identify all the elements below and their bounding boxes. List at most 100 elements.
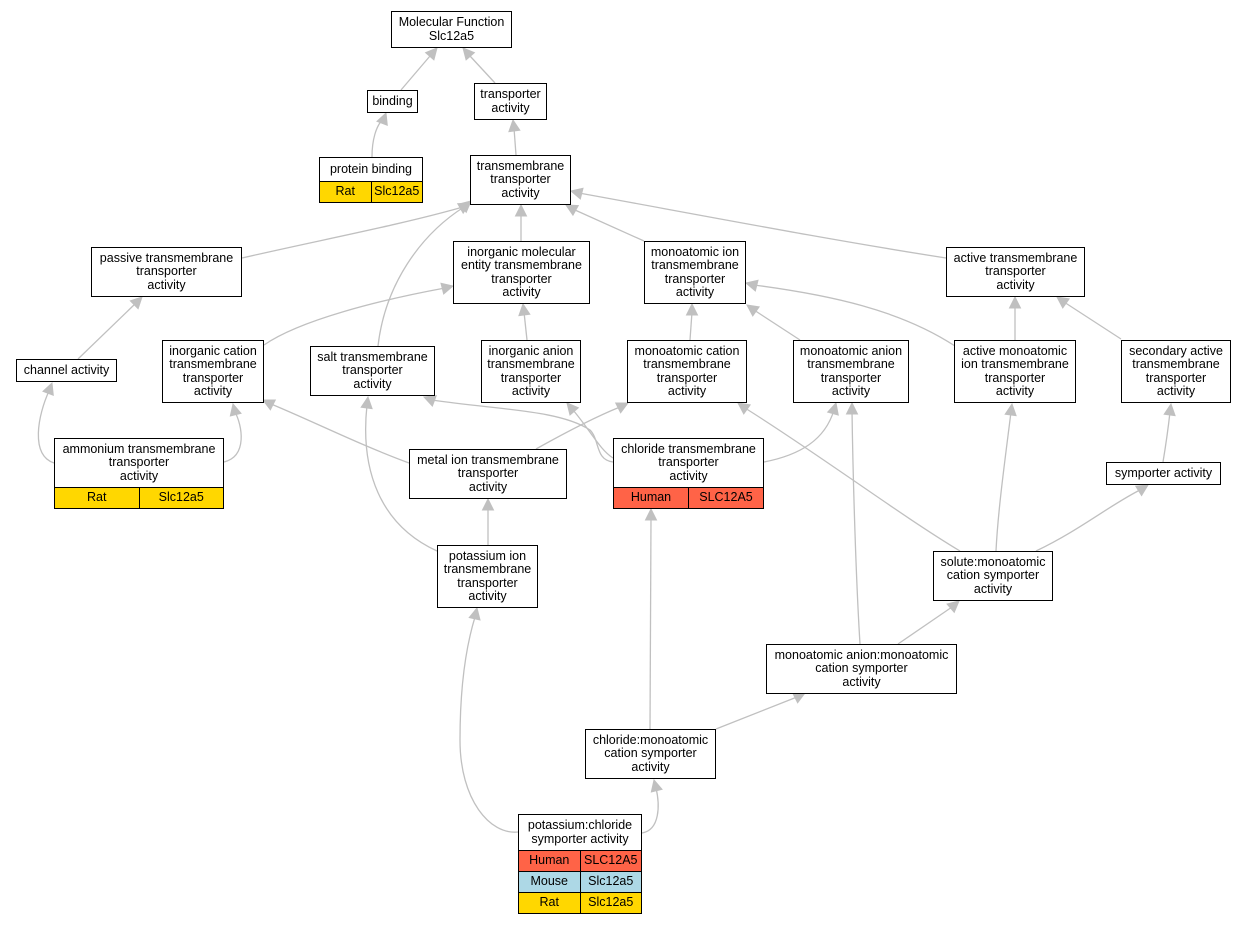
node-label: inorganic molecular entity transmembrane… [461,245,582,299]
node-monoatomic-cation[interactable]: monoatomic cation transmembrane transpor… [627,340,747,403]
arrowhead-ammonium-to-channel [42,381,54,396]
node-label: secondary active transmembrane transport… [1129,344,1223,398]
node-active-monoatomic-ion[interactable]: active monoatomic ion transmembrane tran… [954,340,1076,403]
edge-ammonium-to-inorgcation [223,411,242,463]
edge-ammonium-to-channel [37,390,55,464]
node-binding[interactable]: binding [367,90,418,113]
node-protein-binding[interactable]: protein binding Rat Slc12a5 [319,157,423,203]
node-label: monoatomic cation transmembrane transpor… [634,344,740,398]
edge-solute-to-activemono [995,411,1012,552]
species-label: Human [630,490,672,505]
species-label: Human [529,853,570,868]
edge-monoanion-to-monoion [753,309,801,341]
edge-inorgcation-to-inorgmol [263,287,446,346]
node-label: metal ion transmembrane transporter acti… [417,453,559,494]
arrowhead-salt-to-tm [458,200,472,214]
arrowhead-solute-to-monocation [737,402,752,415]
node-label: passive transmembrane transporter activi… [99,251,234,292]
arrowhead-activetm-to-tm [569,187,584,200]
arrowhead-kcl-to-chloridesymp [650,778,663,793]
node-passive-transmembrane[interactable]: passive transmembrane transporter activi… [91,247,242,297]
species-label: Mouse [530,874,569,889]
arrowhead-transporter-to-mf [462,47,476,61]
arrowhead-protein-binding-to-binding [376,111,388,126]
arrowhead-potassium-to-salt [360,395,373,410]
edge-chloridetm-to-inorganion [572,409,614,459]
edge-monocation-to-monoion [689,311,693,341]
edge-metal-to-monocation [535,406,621,450]
edge-solute-to-monocation [744,407,961,552]
node-transporter-activity[interactable]: transporter activity [474,83,547,120]
node-label: monoatomic ion transmembrane transporter… [650,245,740,299]
node-active-transmembrane[interactable]: active transmembrane transporter activit… [946,247,1085,297]
arrowhead-secondary-to-activetm [1056,296,1071,309]
node-inorganic-cation[interactable]: inorganic cation transmembrane transport… [162,340,264,403]
edge-kcl-to-potassium [459,616,519,833]
arrowhead-metal-to-inorgcation [261,399,277,411]
arrowhead-monoanion-to-monoion [746,304,761,317]
arrowhead-chloridetm-to-monoanion [826,401,839,416]
annotation-row-rat: Rat Slc12a5 [320,181,422,202]
node-solute-monoatomic-cation-symporter[interactable]: solute:monoatomic cation symporter activ… [933,551,1053,601]
node-inorganic-anion[interactable]: inorganic anion transmembrane transporte… [481,340,581,403]
arrowhead-solute-to-symporter [1134,484,1149,497]
annotation-row-human: Human SLC12A5 [519,850,641,871]
node-salt-transmembrane[interactable]: salt transmembrane transporter activity [310,346,435,396]
node-anion-cation-symporter[interactable]: monoatomic anion:monoatomic cation sympo… [766,644,957,694]
node-molecular-function[interactable]: Molecular Function Slc12a5 [391,11,512,48]
edge-secondary-to-activetm [1063,301,1122,340]
gene-label: Slc12a5 [138,488,224,508]
edge-channel-to-passive [77,302,137,360]
node-label: potassium:chloride symporter activity [527,818,633,846]
arrowhead-activemono-to-activetm [1008,295,1022,309]
node-secondary-active[interactable]: secondary active transmembrane transport… [1121,340,1231,403]
edge-solute-to-symporter [1035,489,1141,552]
edge-anioncation-to-monoanion [851,410,861,645]
node-transmembrane-transporter[interactable]: transmembrane transporter activity [470,155,571,205]
edge-transporter-to-mf [469,55,496,84]
gene-label: Slc12a5 [370,182,423,202]
node-label: active monoatomic ion transmembrane tran… [961,344,1069,398]
edge-passive-to-tm [241,206,464,259]
node-metal-ion[interactable]: metal ion transmembrane transporter acti… [409,449,567,499]
arrowhead-anioncation-to-monoanion [845,401,859,415]
species-label: Rat [539,895,559,910]
node-label: potassium ion transmembrane transporter … [443,549,532,603]
node-label: inorganic cation transmembrane transport… [169,344,257,398]
node-chloride-transmembrane[interactable]: chloride transmembrane transporter activ… [613,438,764,509]
edge-kcl-to-chloridesymp [641,787,659,834]
arrowhead-inorganion-to-inorgmol [518,302,531,317]
node-chloride-cation-symporter[interactable]: chloride:monoatomic cation symporter act… [585,729,716,779]
node-label: protein binding [329,161,412,176]
arrowhead-tm-to-transporter [508,118,521,133]
arrowhead-solute-to-activemono [1004,402,1017,417]
node-label: inorganic anion transmembrane transporte… [487,344,575,398]
edge-activemono-to-monoion [753,284,956,347]
edge-chloridesymp-to-chloridetm [649,517,652,730]
arrowhead-symporter-to-secondary [1163,402,1176,417]
node-symporter-activity[interactable]: symporter activity [1106,462,1221,485]
arrowhead-metal-to-monocation [614,402,630,414]
edge-binding-to-mf [400,55,431,91]
node-monoatomic-ion[interactable]: monoatomic ion transmembrane transporter… [644,241,746,304]
node-monoatomic-anion[interactable]: monoatomic anion transmembrane transport… [793,340,909,403]
arrowhead-activemono-to-monoion [744,279,759,292]
node-label: active transmembrane transporter activit… [953,251,1078,292]
edge-inorganion-to-inorgmol [523,311,528,341]
gene-label: Slc12a5 [579,872,642,892]
arrowhead-chloridesymp-to-chloridetm [644,507,658,521]
node-potassium-chloride-symporter[interactable]: potassium:chloride symporter activity Hu… [518,814,642,914]
arrowhead-inorgcation-to-inorgmol [440,282,455,295]
node-potassium-ion[interactable]: potassium ion transmembrane transporter … [437,545,538,608]
node-label: binding [372,93,413,108]
node-ammonium-transmembrane[interactable]: ammonium transmembrane transporter activ… [54,438,224,509]
node-channel-activity[interactable]: channel activity [16,359,117,382]
species-label: Rat [87,490,107,505]
node-inorganic-molecular-entity[interactable]: inorganic molecular entity transmembrane… [453,241,590,304]
annotation-row-mouse: Mouse Slc12a5 [519,871,641,892]
node-label: ammonium transmembrane transporter activ… [62,442,216,483]
edge-tm-to-transporter [513,127,517,156]
node-label: monoatomic anion:monoatomic cation sympo… [774,648,949,689]
